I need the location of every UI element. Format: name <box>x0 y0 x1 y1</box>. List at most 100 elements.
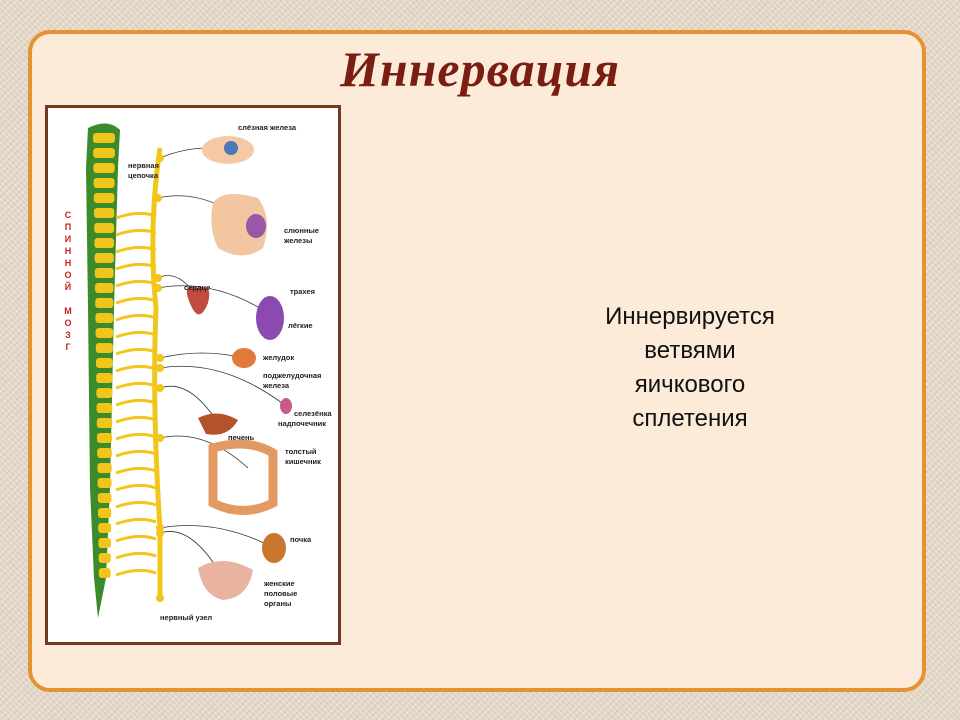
body-line: сплетения <box>632 405 748 432</box>
spinal-nerve <box>115 534 157 543</box>
vertebra <box>94 253 114 263</box>
label-female-1: женские <box>263 579 295 588</box>
vertebra <box>94 223 115 233</box>
heart-organ <box>186 286 210 315</box>
ganglion-node <box>156 529 164 537</box>
spine-letter: С <box>65 210 72 220</box>
spine-letter: О <box>64 318 71 328</box>
spine-letter: М <box>64 306 72 316</box>
body-text: Иннервируется ветвями яичкового сплетени… <box>540 300 840 436</box>
vertebra <box>96 373 113 383</box>
vertebra <box>95 283 114 293</box>
label-liver: печень <box>228 433 255 442</box>
label-pancreas-2: железа <box>262 381 290 390</box>
spinal-nerve <box>115 211 157 220</box>
spinal-nerve <box>115 398 157 407</box>
spine-letter: Г <box>65 342 70 352</box>
spine-letter: Н <box>65 246 72 256</box>
ganglion-node <box>154 194 162 202</box>
vertebrae <box>93 133 115 578</box>
spinal-nerve <box>115 466 157 475</box>
ganglion-node <box>156 154 164 162</box>
vertebra <box>93 133 115 143</box>
stomach-organ <box>232 348 256 368</box>
vertebra <box>96 403 113 413</box>
vertebra <box>94 238 114 248</box>
vertebra <box>96 388 113 398</box>
vertebra <box>98 538 111 548</box>
body-line: ветвями <box>644 337 736 364</box>
label-female-2: половые <box>264 589 297 598</box>
label-salivary-1: слюнные <box>284 226 319 235</box>
vertebra <box>96 418 113 428</box>
label-stomach: желудок <box>262 353 294 362</box>
kidney-organ <box>262 533 286 563</box>
salivary-gland <box>246 214 266 238</box>
spinal-nerve <box>115 347 157 356</box>
spinal-nerve <box>115 245 157 254</box>
vertebra <box>93 163 115 173</box>
vertebra <box>96 358 113 368</box>
vertebra <box>95 313 114 323</box>
vertebra <box>97 493 112 503</box>
label-trachea: трахея <box>290 287 315 296</box>
label-colon-1: толстый <box>285 447 317 456</box>
label-female-3: органы <box>264 599 291 608</box>
ganglion-node <box>156 354 164 362</box>
spinal-nerve <box>115 296 157 305</box>
body-line: Иннервируется <box>605 303 775 330</box>
ganglion-node <box>154 274 162 282</box>
vertebra <box>93 193 115 203</box>
nerve-fiber <box>157 285 269 314</box>
vertebra <box>94 208 115 218</box>
vertebra <box>95 298 114 308</box>
eye-iris <box>224 141 238 155</box>
face-organ <box>211 194 267 256</box>
female-organ <box>198 560 253 600</box>
page-title: Иннервация <box>340 41 620 97</box>
label-salivary-2: железы <box>283 236 312 245</box>
colon-organ <box>208 439 278 515</box>
spine-letter: И <box>65 234 71 244</box>
ganglion-node <box>156 364 164 372</box>
label-ganglion: нервный узел <box>160 613 212 622</box>
nerve-fiber <box>159 365 287 407</box>
spinal-nerve <box>115 551 157 560</box>
vertebra <box>93 178 115 188</box>
vertebra <box>93 148 115 158</box>
ganglion-node <box>154 284 162 292</box>
label-kidney: почка <box>290 535 312 544</box>
label-colon-2: кишечник <box>285 457 321 466</box>
spinal-nerve <box>115 381 157 390</box>
vertebra <box>98 508 112 518</box>
spinal-nerve <box>115 483 157 492</box>
nerve-fiber <box>159 147 209 159</box>
spine-letter: Й <box>65 281 71 292</box>
spinal-nerve <box>115 517 157 526</box>
spleen-organ <box>280 398 292 414</box>
vertebra <box>98 523 112 533</box>
spine-letter: З <box>65 330 71 340</box>
spinal-nerve <box>115 449 157 458</box>
ganglion-node <box>156 434 164 442</box>
spinal-nerve <box>115 500 157 509</box>
spinal-nerve <box>115 313 157 322</box>
spinal-nerve <box>115 364 157 373</box>
nerve-fiber <box>159 435 249 469</box>
vertebra <box>97 433 112 443</box>
vertebra <box>97 478 112 488</box>
label-chain-1: нервная <box>128 161 159 170</box>
spinal-nerve <box>115 432 157 441</box>
nerve-fiber <box>159 352 245 359</box>
spinal-nerve <box>115 415 157 424</box>
liver-organ <box>198 413 238 435</box>
spine-letter: П <box>65 222 71 232</box>
label-heart: сердце <box>184 283 210 292</box>
spine-letter: О <box>64 270 71 280</box>
label-lacrimal: слёзная железа <box>238 123 297 132</box>
ganglion-dot <box>156 594 164 602</box>
vertebra <box>95 328 114 338</box>
